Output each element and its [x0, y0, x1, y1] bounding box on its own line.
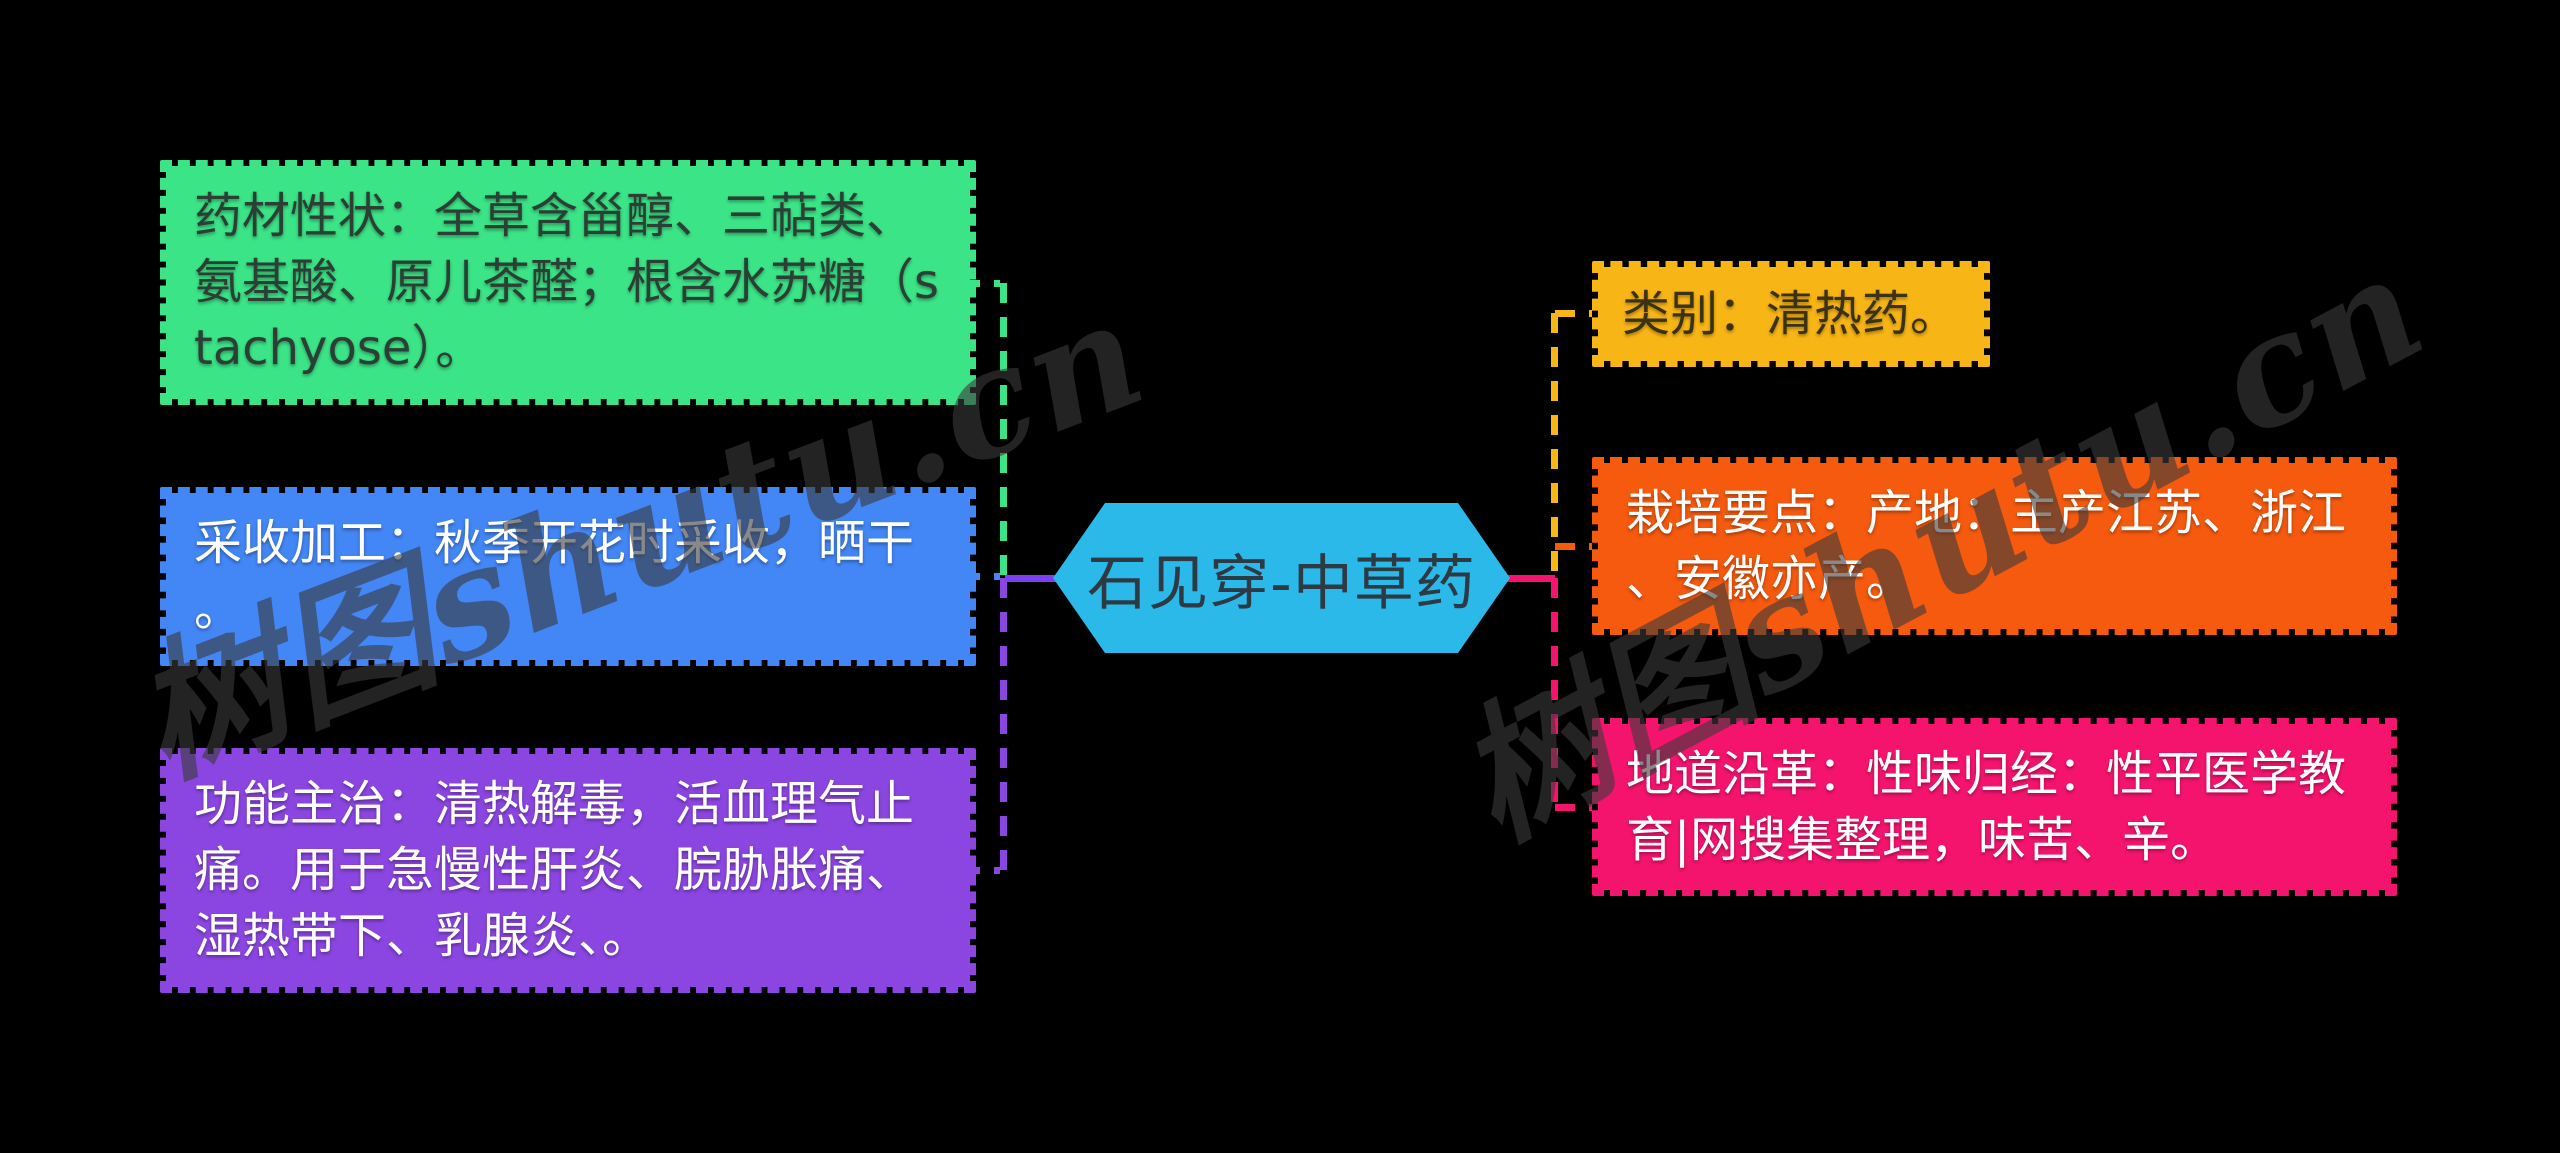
- connector-stub-blue: [960, 573, 1000, 580]
- node-medicinal-properties[interactable]: 药材性状：全草含甾醇、三萜类、氨基酸、原儿茶醛；根含水苏糖（stachyose）…: [160, 160, 976, 405]
- center-node-label: 石见穿-中草药: [1087, 548, 1476, 619]
- node-medicinal-properties-text: 药材性状：全草含甾醇、三萜类、氨基酸、原儿茶醛；根含水苏糖（stachyose）…: [194, 188, 940, 376]
- node-harvest-processing[interactable]: 采收加工：秋季开花时采收，晒干。: [160, 487, 976, 666]
- connector-right-vertical-lower: [1551, 578, 1558, 807]
- connector-stub-purple: [960, 867, 1000, 874]
- connector-left-solid: [1005, 575, 1057, 582]
- node-origin-history-text: 地道沿革：性味归经：性平医学教育|网搜集整理，味苦、辛。: [1626, 746, 2347, 868]
- connector-right-vertical-upper: [1551, 313, 1558, 578]
- connector-stub-pink: [1555, 804, 1592, 811]
- connector-stub-yellow: [1555, 310, 1592, 317]
- node-functions-indications-text: 功能主治：清热解毒，活血理气止痛。用于急慢性肝炎、脘胁胀痛、湿热带下、乳腺炎、。: [194, 776, 915, 964]
- connector-right-solid: [1506, 575, 1555, 582]
- node-harvest-processing-text: 采收加工：秋季开花时采收，晒干。: [194, 515, 915, 637]
- node-functions-indications[interactable]: 功能主治：清热解毒，活血理气止痛。用于急慢性肝炎、脘胁胀痛、湿热带下、乳腺炎、。: [160, 748, 976, 993]
- node-category[interactable]: 类别：清热药。: [1592, 261, 1990, 367]
- node-category-text: 类别：清热药。: [1622, 286, 1959, 342]
- connector-stub-green: [960, 280, 1000, 287]
- center-node-topic[interactable]: 石见穿-中草药: [1053, 503, 1510, 653]
- connector-left-vertical-upper: [1000, 283, 1007, 578]
- connector-left-vertical-lower: [1000, 578, 1007, 870]
- connector-stub-orange: [1555, 543, 1592, 550]
- node-origin-history[interactable]: 地道沿革：性味归经：性平医学教育|网搜集整理，味苦、辛。: [1592, 718, 2397, 896]
- node-cultivation-points[interactable]: 栽培要点：产地：主产江苏、浙江、安徽亦产。: [1592, 457, 2397, 635]
- node-cultivation-points-text: 栽培要点：产地：主产江苏、浙江、安徽亦产。: [1626, 485, 2347, 607]
